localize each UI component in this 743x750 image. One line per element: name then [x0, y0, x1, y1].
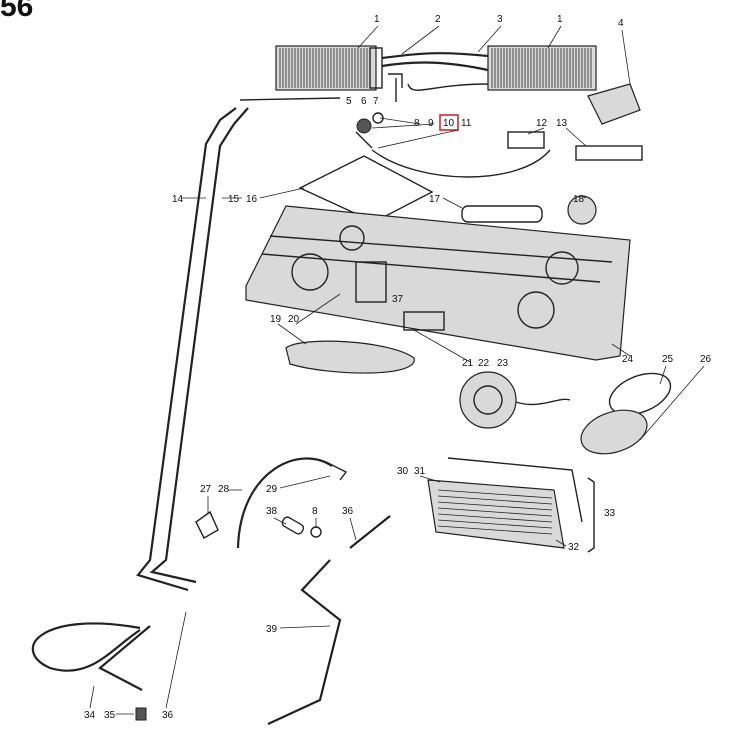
bracket-33 — [587, 477, 595, 553]
label-33: 33 — [604, 508, 616, 519]
hose-part-11 — [388, 73, 489, 102]
label-36: 36 — [342, 506, 354, 517]
label-3: 3 — [497, 14, 503, 25]
heater-core-left — [275, 45, 383, 91]
label-14: 14 — [172, 194, 184, 205]
plate-part-16 — [298, 155, 434, 223]
label-1: 1 — [374, 14, 380, 25]
label-26: 26 — [700, 354, 712, 365]
housing-part-24 — [245, 205, 631, 361]
label-23: 23 — [497, 358, 509, 369]
label-28: 28 — [218, 484, 230, 495]
label-30: 30 — [397, 466, 409, 477]
label-31: 31 — [414, 466, 426, 477]
label-16: 16 — [246, 194, 258, 205]
label-7: 7 — [373, 96, 379, 107]
label-35: 35 — [104, 710, 116, 721]
label-25: 25 — [662, 354, 674, 365]
label-37: 37 — [392, 294, 404, 305]
label-8b: 8 — [312, 506, 318, 517]
label-18: 18 — [573, 194, 585, 205]
label-24: 24 — [622, 354, 634, 365]
bracket-part-27 — [195, 510, 219, 539]
highlight-box-10 — [439, 114, 459, 131]
grille-slat — [437, 489, 553, 499]
panel-part-17 — [461, 205, 543, 223]
valve-assembly — [355, 112, 384, 149]
label-19: 19 — [270, 314, 282, 325]
grille-slat — [437, 513, 553, 523]
label-13: 13 — [556, 118, 568, 129]
pipe-part-39 — [267, 559, 342, 725]
label-27: 27 — [200, 484, 212, 495]
label-32: 32 — [568, 542, 580, 553]
grille-slat — [437, 519, 553, 529]
label-34: 34 — [84, 710, 96, 721]
part-number-labels: 1 2 3 1 4 5 6 7 8 9 10 11 12 13 14 15 16… — [84, 14, 712, 721]
label-36b: 36 — [162, 710, 174, 721]
grille-part-30 — [427, 457, 583, 549]
label-22: 22 — [478, 358, 490, 369]
switch-part-12 — [507, 131, 545, 149]
grille-slat — [437, 507, 553, 517]
label-39: 39 — [266, 624, 278, 635]
hose-part-28 — [236, 457, 333, 549]
plate-part-19 — [285, 340, 415, 374]
label-29: 29 — [266, 484, 278, 495]
label-4: 4 — [618, 18, 624, 29]
plate-part-13 — [575, 145, 643, 161]
grille-slat — [437, 501, 553, 511]
label-21: 21 — [462, 358, 474, 369]
clip-part-8 — [310, 526, 322, 538]
page-number: 56 — [0, 0, 34, 23]
leader-lines — [89, 25, 705, 715]
hose-part-2 — [381, 52, 489, 60]
label-9: 9 — [428, 118, 434, 129]
grille-slat — [437, 495, 553, 505]
pipe-upper — [239, 97, 341, 101]
label-17: 17 — [429, 194, 441, 205]
control-cable — [371, 149, 551, 178]
ring-part-26 — [580, 409, 648, 455]
hose-part-34 — [31, 622, 141, 672]
label-38: 38 — [266, 506, 278, 517]
cover-part-4 — [587, 83, 641, 125]
label-5: 5 — [346, 96, 352, 107]
label-2: 2 — [435, 14, 441, 25]
label-10: 10 — [443, 118, 455, 129]
grille-slat — [437, 525, 553, 535]
heater-core-right — [487, 45, 597, 91]
elbow-part-29 — [325, 461, 348, 481]
hose-lower — [98, 625, 151, 691]
blower-motor-part-23 — [459, 371, 571, 429]
label-11: 11 — [461, 118, 472, 129]
plug-part-38 — [281, 516, 305, 535]
hose-part-3 — [381, 61, 489, 72]
ring-part-25 — [608, 372, 672, 416]
label-12: 12 — [536, 118, 548, 129]
label-6: 6 — [361, 96, 367, 107]
label-20: 20 — [288, 314, 300, 325]
pipe-part-36 — [349, 515, 391, 549]
label-15: 15 — [228, 194, 240, 205]
label-1b: 1 — [557, 14, 563, 25]
fitting-part-35 — [135, 707, 147, 721]
